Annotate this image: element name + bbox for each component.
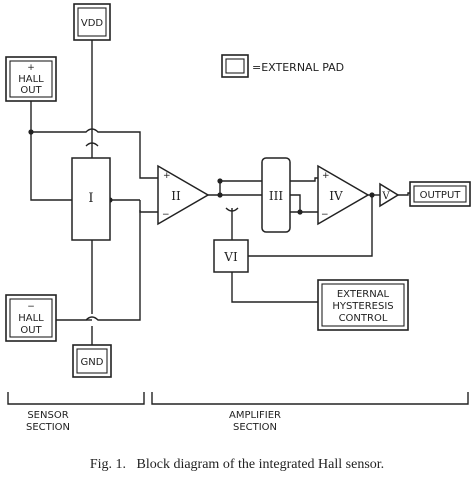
amp-ii-label: II bbox=[171, 189, 181, 203]
junction-dot bbox=[297, 209, 303, 215]
sensor-section-line1: SENSOR bbox=[27, 410, 68, 421]
wire-crossover-vdd bbox=[85, 142, 99, 147]
block-i-label: I bbox=[88, 191, 93, 206]
block-iii-label: III bbox=[269, 189, 283, 203]
block-i: I bbox=[71, 157, 111, 241]
amp-iv-label: IV bbox=[329, 189, 343, 203]
buffer-v-label: V bbox=[381, 191, 390, 202]
amplifier-section-line2: SECTION bbox=[233, 422, 277, 433]
wire-iii-to-iv-plus bbox=[290, 177, 318, 182]
sensor-section-bracket bbox=[7, 392, 145, 405]
gnd-pad: GND bbox=[72, 344, 112, 378]
hall-pos-line2: OUT bbox=[20, 85, 42, 96]
amp-ii-minus: − bbox=[162, 210, 170, 220]
block-vi-label: VI bbox=[223, 250, 238, 264]
junction-dots bbox=[28, 129, 375, 215]
amplifier-section-bracket bbox=[151, 392, 469, 405]
hall-neg-line1: HALL bbox=[18, 313, 44, 324]
junction-dot bbox=[369, 192, 375, 198]
amplifier-section-line1: AMPLIFIER bbox=[229, 410, 281, 421]
block-iii: III bbox=[261, 157, 291, 233]
vdd-label: VDD bbox=[81, 18, 104, 29]
amplifier-ii: + − II bbox=[157, 164, 210, 226]
buffer-v: V bbox=[379, 182, 400, 208]
hall-pos-line1: HALL bbox=[18, 74, 44, 85]
hall-neg-line2: OUT bbox=[20, 325, 42, 336]
ext-control-line2: HYSTERESIS bbox=[332, 301, 393, 312]
block-vi: VI bbox=[213, 239, 249, 273]
junction-dot bbox=[217, 178, 223, 184]
wires bbox=[30, 40, 410, 345]
output-pad: OUTPUT bbox=[409, 181, 471, 207]
hall-neg-sign: − bbox=[27, 302, 35, 312]
external-hysteresis-control-pad: EXTERNAL HYSTERESIS CONTROL bbox=[317, 279, 409, 331]
junction-dot bbox=[28, 129, 34, 135]
wire-feedback-to-vi bbox=[248, 195, 373, 257]
gnd-label: GND bbox=[81, 357, 104, 368]
amp-ii-plus: + bbox=[163, 171, 171, 181]
vdd-pad: VDD bbox=[73, 3, 111, 41]
wire-vi-to-external-control bbox=[231, 272, 318, 303]
ext-control-line1: EXTERNAL bbox=[337, 289, 390, 300]
hall-out-positive-pad: + HALL OUT bbox=[5, 56, 57, 102]
sensor-section-line2: SECTION bbox=[26, 422, 70, 433]
amp-iv-minus: − bbox=[321, 210, 329, 220]
wire-hall-pos-to-block-i bbox=[30, 132, 72, 201]
output-label: OUTPUT bbox=[420, 190, 462, 201]
amp-iv-plus: + bbox=[322, 171, 330, 181]
ext-control-line3: CONTROL bbox=[339, 313, 388, 324]
hall-pos-sign: + bbox=[27, 63, 35, 73]
wire-to-amp-minus bbox=[139, 210, 158, 213]
legend-label: =EXTERNAL PAD bbox=[252, 61, 344, 74]
wire-hall-pos-to-amp-plus bbox=[31, 128, 158, 179]
wire-v-to-output bbox=[398, 192, 410, 196]
junction-dot bbox=[217, 192, 223, 198]
legend: =EXTERNAL PAD bbox=[221, 54, 344, 78]
amplifier-iv: + − IV bbox=[317, 164, 370, 226]
section-brackets: SENSOR SECTION AMPLIFIER SECTION bbox=[7, 392, 469, 433]
hall-out-negative-pad: − HALL OUT bbox=[5, 294, 57, 342]
figure-caption: Fig. 1. Block diagram of the integrated … bbox=[90, 457, 384, 472]
